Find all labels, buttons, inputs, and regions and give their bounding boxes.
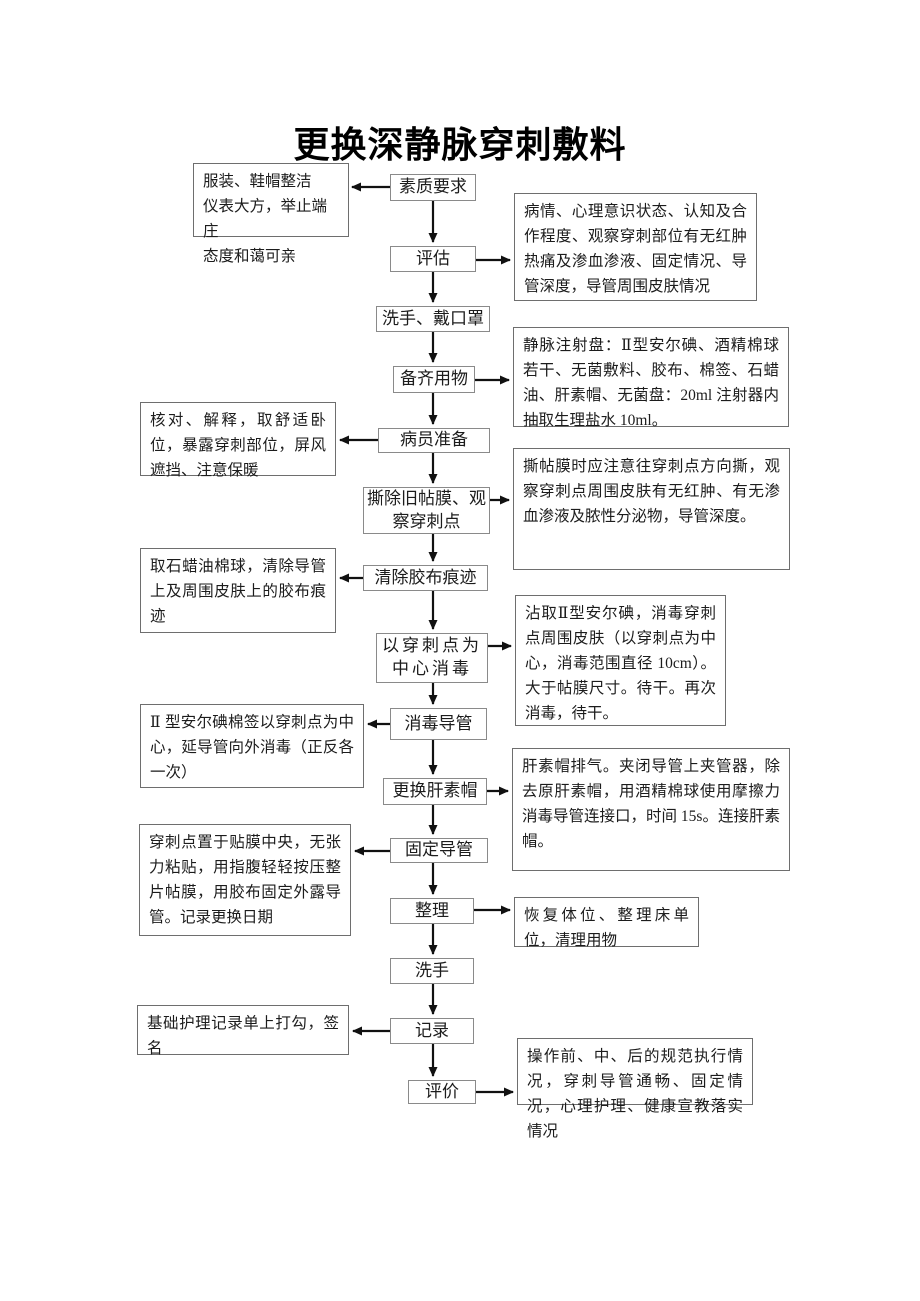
note-evaluation-detail: 操作前、中、后的规范执行情况，穿刺导管通畅、固定情况，心理护理、健康宣教落实情况 bbox=[517, 1038, 753, 1140]
note-nursing-record: 基础护理记录单上打勾，签名 bbox=[137, 1005, 349, 1057]
step-remove-tape-marks: 清除胶布痕迹 bbox=[363, 565, 488, 591]
page-title: 更换深静脉穿刺敷料 bbox=[293, 125, 627, 165]
step-patient-preparation: 病员准备 bbox=[378, 428, 490, 453]
step-wash-hands-mask: 洗手、戴口罩 bbox=[376, 306, 490, 332]
note-tidy-detail: 恢复体位、整理床单位，清理用物 bbox=[514, 897, 699, 949]
note-disinfection-detail: 沾取Ⅱ型安尔碘，消毒穿刺点周围皮肤（以穿刺点为中心，消毒范围直径 10cm）。大… bbox=[515, 595, 726, 726]
step-assessment: 评估 bbox=[390, 246, 476, 272]
step-disinfect-catheter: 消毒导管 bbox=[390, 708, 487, 740]
note-check-explain: 核对、解释，取舒适卧位，暴露穿刺部位，屏风遮挡、注意保暖 bbox=[140, 402, 336, 479]
step-change-heparin-cap: 更换肝素帽 bbox=[383, 778, 487, 805]
step-quality-requirements: 素质要求 bbox=[390, 174, 476, 201]
note-supplies-detail: 静脉注射盘：Ⅱ型安尔碘、酒精棉球若干、无菌敷料、胶布、棉签、石蜡油、肝素帽、无菌… bbox=[513, 327, 789, 429]
note-appearance: 服装、鞋帽整洁 仪表大方，举止端庄 态度和蔼可亲 bbox=[193, 163, 349, 265]
note-film-placement: 穿刺点置于贴膜中央，无张力粘贴，用指腹轻轻按压整片帖膜，用胶布固定外露导管。记录… bbox=[139, 824, 351, 936]
step-fix-catheter: 固定导管 bbox=[390, 838, 488, 863]
note-iodine-swab: Ⅱ 型安尔碘棉签以穿刺点为中心，延导管向外消毒（正反各一次） bbox=[140, 704, 364, 788]
note-assessment-detail: 病情、心理意识状态、认知及合作程度、观察穿刺部位有无红肿热痛及渗血渗液、固定情况… bbox=[514, 193, 757, 301]
step-disinfect-center: 以穿刺点为中心消毒 bbox=[376, 633, 488, 683]
note-paraffin-cotton: 取石蜡油棉球，清除导管上及周围皮肤上的胶布痕迹 bbox=[140, 548, 336, 633]
note-film-removal-detail: 撕帖膜时应注意往穿刺点方向撕，观察穿刺点周围皮肤有无红肿、有无渗血渗液及脓性分泌… bbox=[513, 448, 790, 570]
step-wash-hands: 洗手 bbox=[390, 958, 474, 984]
step-prepare-supplies: 备齐用物 bbox=[393, 366, 475, 393]
step-record: 记录 bbox=[390, 1018, 474, 1044]
step-evaluate: 评价 bbox=[408, 1080, 476, 1104]
step-tidy-up: 整理 bbox=[390, 898, 474, 924]
note-heparin-cap-detail: 肝素帽排气。夹闭导管上夹管器，除去原肝素帽，用酒精棉球使用摩擦力消毒导管连接口，… bbox=[512, 748, 790, 871]
step-remove-old-film: 撕除旧帖膜、观察穿刺点 bbox=[363, 487, 490, 534]
